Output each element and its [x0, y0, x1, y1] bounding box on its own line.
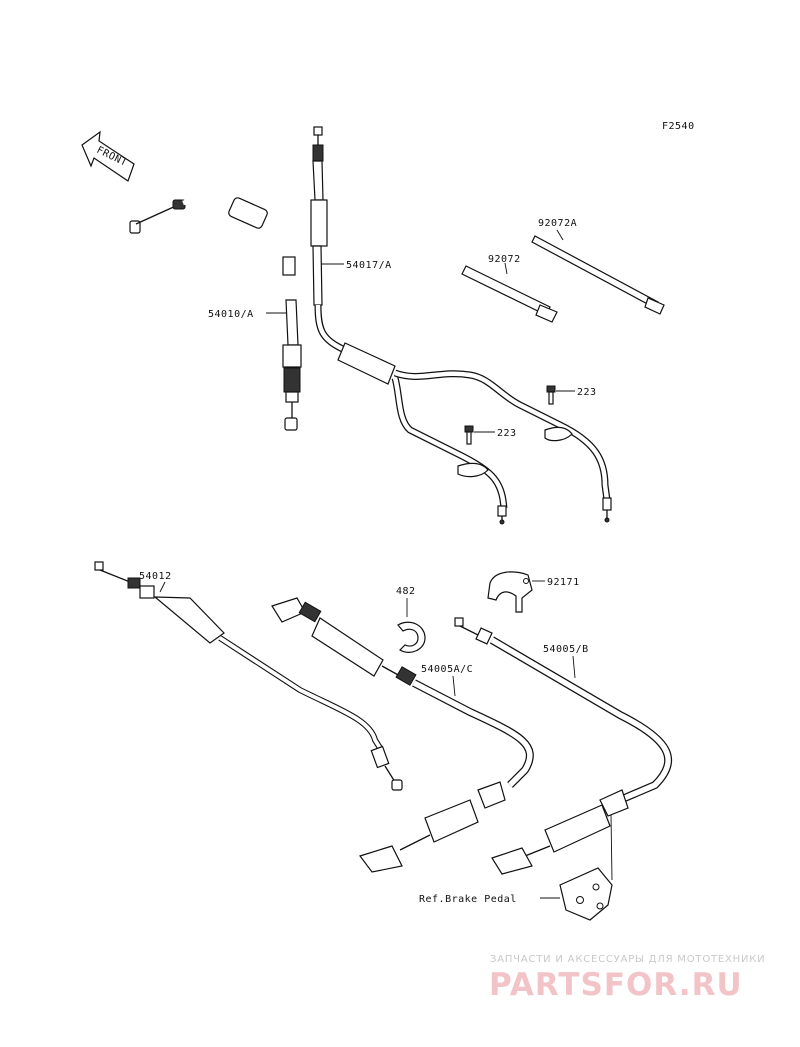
label-92072A: 92072A	[538, 218, 577, 229]
label-54010A: 54010/A	[208, 309, 254, 320]
cable-tie-92072[interactable]	[461, 265, 558, 323]
watermark-tagline: ЗАПЧАСТИ И АКСЕССУАРЫ ДЛЯ МОТОТЕХНИКИ	[490, 954, 765, 965]
cable-54010A[interactable]	[129, 196, 302, 431]
label-54012: 54012	[139, 571, 172, 582]
leader-92072	[504, 262, 508, 275]
cable-tie-92072A[interactable]	[531, 235, 665, 315]
label-223-lower: 223	[497, 428, 517, 439]
clip-482[interactable]	[397, 621, 426, 653]
bolt-223-lower[interactable]	[464, 425, 474, 445]
label-223-upper: 223	[577, 387, 597, 398]
leader-54012	[159, 581, 166, 593]
cable-54017A[interactable]	[310, 126, 612, 525]
cable-54005B[interactable]	[454, 617, 673, 875]
leader-54005B	[572, 655, 576, 679]
leader-92072A	[556, 229, 564, 241]
label-54005B: 54005/B	[543, 644, 589, 655]
watermark-logo: PARTSFOR.RU	[489, 967, 743, 1003]
brake-pedal-bracket[interactable]	[559, 867, 613, 921]
leader-54005AC	[452, 675, 456, 697]
label-ref-brake-pedal: Ref.Brake Pedal	[419, 894, 517, 905]
label-92171: 92171	[547, 577, 580, 588]
figure-code: F2540	[662, 121, 695, 132]
leader-ref-brake-vertical	[610, 814, 613, 881]
cable-54012[interactable]	[94, 561, 403, 791]
label-54017A: 54017/A	[346, 260, 392, 271]
bolt-223-upper[interactable]	[546, 385, 556, 405]
label-482: 482	[396, 586, 416, 597]
label-54005AC: 54005A/C	[421, 664, 473, 675]
bracket-92171[interactable]	[487, 571, 533, 613]
front-arrow-icon: FRONT	[81, 130, 135, 182]
cable-54005AC[interactable]	[271, 597, 534, 873]
label-92072: 92072	[488, 254, 521, 265]
